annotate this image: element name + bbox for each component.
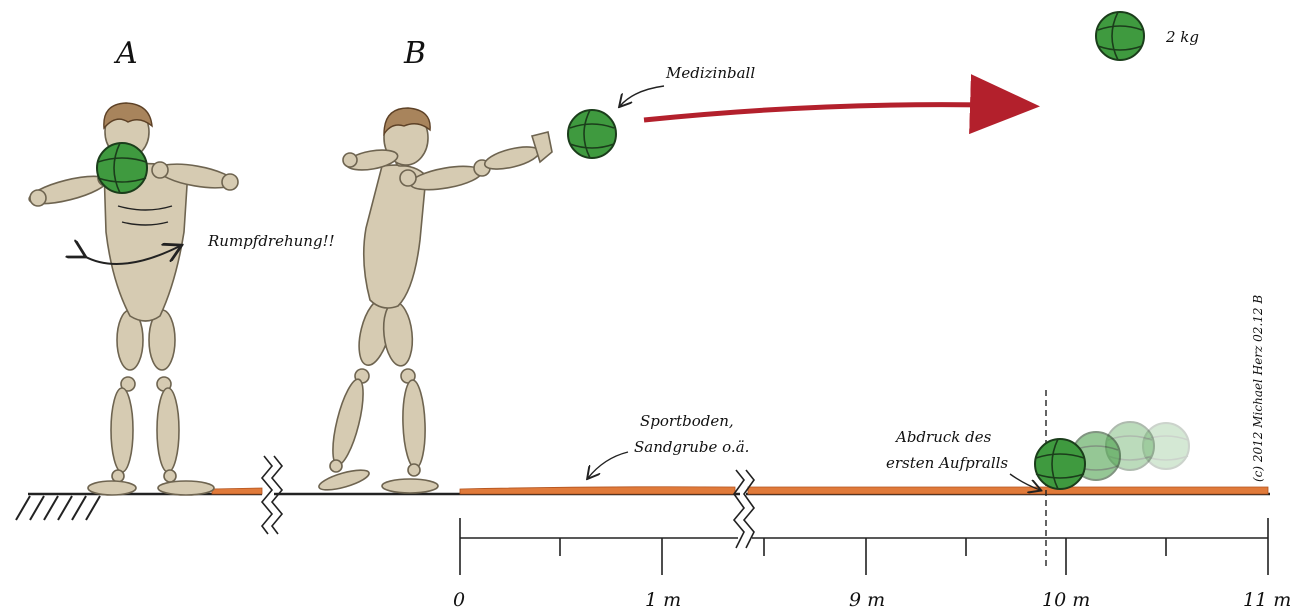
impact-area: Abdruck des ersten Aufpralls [886, 390, 1189, 566]
copyright-label: (c) 2012 Michael Herz 02.12 B [1251, 295, 1265, 482]
green-ball-icon [1096, 12, 1144, 60]
ball-weight-label: 2 kg [1165, 28, 1199, 46]
tick-label-9m: 9 m [849, 589, 885, 611]
surface-label-line2: Sandgrube o.ä. [634, 438, 749, 456]
surface-pointer [588, 452, 628, 478]
ball-weight-legend: 2 kg [1096, 12, 1199, 60]
distance-scale: 0 1 m 9 m 10 m 11 m [453, 518, 1291, 611]
surface-annotation: Sportboden, Sandgrube o.ä. [588, 412, 749, 478]
green-ball-icon [1035, 439, 1085, 489]
figure-a: A Rumpfd [27, 36, 335, 495]
label-b: B [403, 36, 426, 71]
zigzag-break-icon [734, 470, 744, 548]
zigzag-break-icon [262, 456, 272, 534]
medicine-ball-label: Medizinball [665, 64, 755, 82]
flying-ball: Medizinball [568, 64, 1030, 158]
surface-label-line1: Sportboden, [640, 412, 734, 430]
torso-rotation-label: Rumpfdrehung!! [207, 232, 335, 250]
medicine-ball-pointer [620, 86, 664, 106]
red-arrow-icon [644, 105, 1030, 120]
tick-label-10m: 10 m [1042, 589, 1090, 611]
zigzag-break-icon [744, 470, 754, 548]
impact-label-line2: ersten Aufpralls [886, 454, 1008, 472]
label-a: A [113, 36, 138, 71]
tick-label-0: 0 [453, 589, 465, 611]
figure-b: B [317, 36, 552, 494]
impact-label-line1: Abdruck des [894, 428, 992, 446]
tick-label-1m: 1 m [645, 589, 681, 611]
green-ball-icon [97, 143, 147, 193]
green-ball-icon [568, 110, 616, 158]
tick-label-11m: 11 m [1243, 589, 1291, 611]
hatch-icon [16, 496, 100, 520]
